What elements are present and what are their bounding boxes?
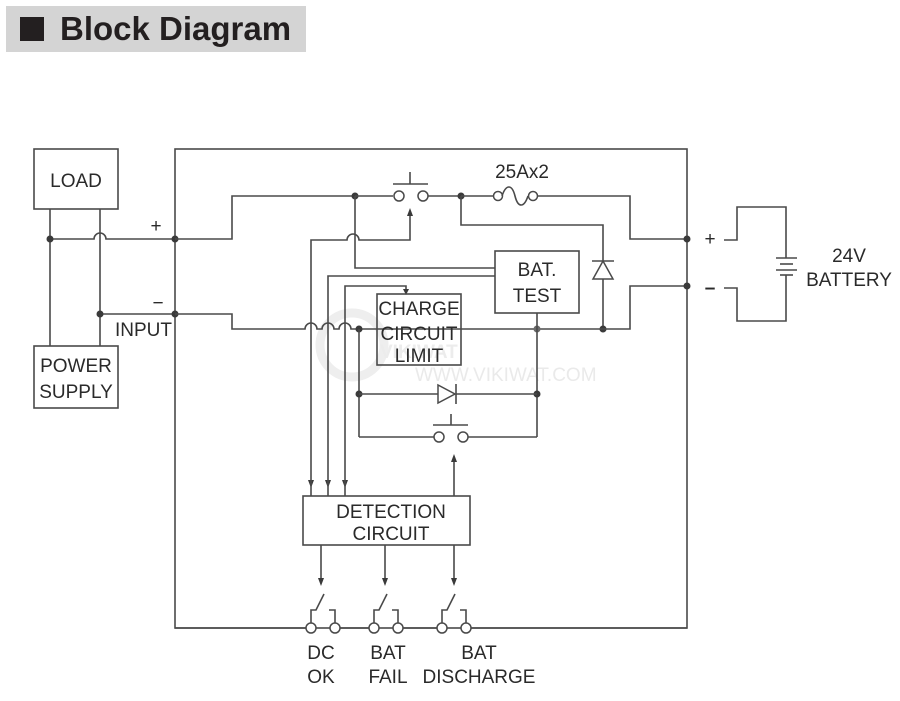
output-relays <box>175 545 687 634</box>
module-enclosure <box>174 148 688 629</box>
detection-label-line1: DETECTION <box>336 502 446 523</box>
output-bat-fail-line2: FAIL <box>368 667 407 688</box>
output-bat-fail-line1: BAT <box>370 643 406 664</box>
bat-test-block <box>494 250 580 314</box>
output-bat-discharge-line2: DISCHARGE <box>423 667 536 688</box>
bat-test-label-line2: TEST <box>513 286 562 307</box>
load-label: LOAD <box>50 171 102 192</box>
load-block <box>33 148 119 210</box>
section-title: Block Diagram <box>60 10 292 47</box>
output-dc-ok-line2: OK <box>307 667 335 688</box>
battery-minus-label: – <box>705 278 716 299</box>
output-dc-ok-line1: DC <box>307 643 334 664</box>
detection-label-line2: CIRCUIT <box>352 524 429 545</box>
detection-circuit-block <box>302 495 471 546</box>
power-supply-label-line1: POWER <box>40 356 112 377</box>
watermark-logo-icon <box>315 308 389 382</box>
charge-label-line2: CIRCUIT <box>380 324 457 345</box>
watermark: VIKIWAT WWW.VIKIWAT.COM <box>315 308 597 386</box>
battery-label: BATTERY <box>806 270 892 291</box>
watermark-url: WWW.VIKIWAT.COM <box>415 365 597 386</box>
bat-test-label-line1: BAT. <box>518 260 557 281</box>
charge-label-line1: CHARGE <box>378 299 459 320</box>
input-minus-label: − <box>152 293 163 314</box>
battery-plus-label: + <box>704 229 715 250</box>
negative-path <box>175 282 691 496</box>
section-header: Block Diagram <box>6 6 306 52</box>
battery-wiring <box>724 206 797 322</box>
battery-voltage-label: 24V <box>832 246 866 267</box>
detection-input-arrows <box>308 478 348 496</box>
input-label: INPUT <box>115 320 172 341</box>
input-plus-label: + <box>150 216 161 237</box>
output-bat-discharge-line1: BAT <box>461 643 497 664</box>
fuse-rating-label: 25Ax2 <box>495 162 549 183</box>
charge-label-line3: LIMIT <box>395 346 444 367</box>
black-square-icon <box>20 17 44 41</box>
power-supply-label-line2: SUPPLY <box>39 382 113 403</box>
bat-test-wiring <box>327 275 495 478</box>
relay-control <box>310 196 495 478</box>
watermark-brand: VIKIWAT <box>380 342 458 363</box>
input-wiring <box>46 209 179 346</box>
power-supply-block <box>33 345 119 409</box>
positive-path <box>175 172 691 333</box>
charge-circuit-limit-block <box>376 293 462 366</box>
